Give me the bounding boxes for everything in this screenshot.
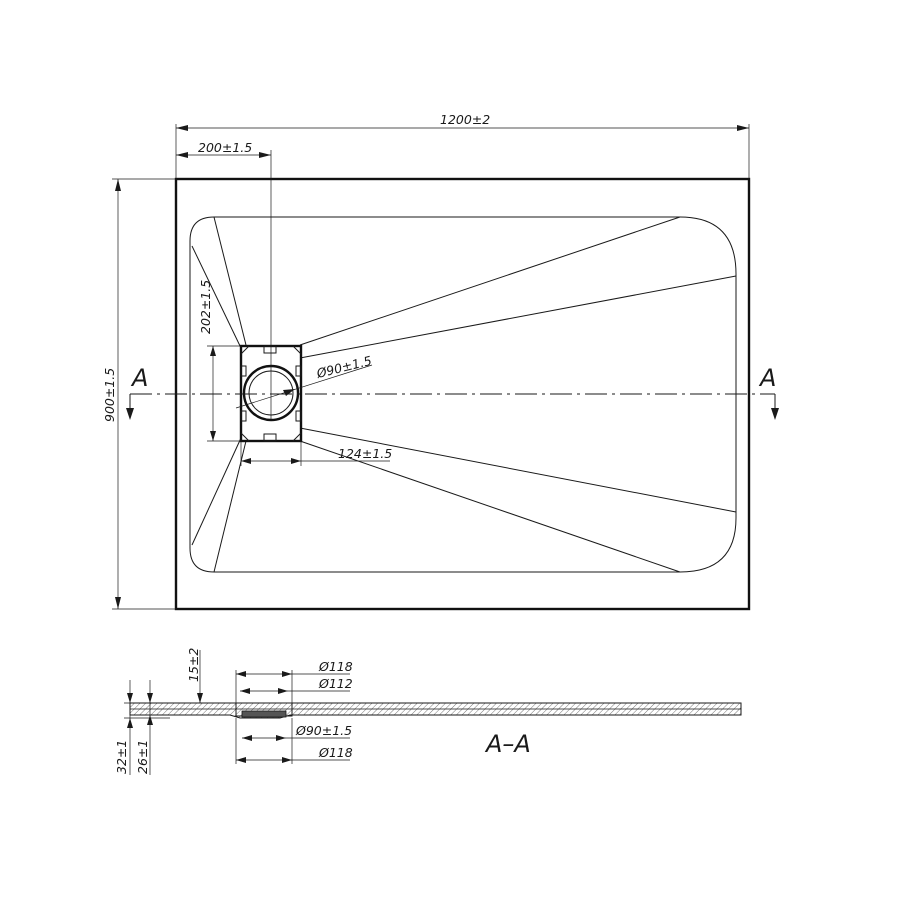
dimension-outlet-diameter-label: Ø90±1.5 bbox=[314, 353, 373, 381]
slope-line bbox=[191, 245, 242, 349]
dimension-drain-width: 124±1.5 bbox=[240, 441, 392, 466]
dimension-width: 1200±2 bbox=[175, 112, 750, 179]
slope-line bbox=[213, 216, 247, 346]
slope-line bbox=[191, 437, 242, 546]
dimension-d112-label: Ø112 bbox=[318, 676, 353, 691]
slope-line bbox=[299, 427, 737, 513]
slope-line bbox=[299, 275, 737, 359]
dimension-drain-offset-label: 200±1.5 bbox=[198, 140, 252, 155]
dimension-d118-top-label: Ø118 bbox=[318, 659, 353, 674]
section-marker-right: A bbox=[758, 364, 776, 392]
dimension-height-total-label: 32±1 bbox=[114, 740, 129, 774]
plan-view: A A 1200±2 200±1.5 900±1.5 bbox=[102, 112, 779, 611]
dimension-section-bottom: Ø90±1.5 Ø118 bbox=[235, 718, 353, 764]
dimension-section-top: Ø118 Ø112 bbox=[235, 659, 353, 703]
dimension-height-body-label: 26±1 bbox=[135, 740, 150, 774]
dimension-drain-height-label: 202±1.5 bbox=[198, 280, 213, 334]
dimension-d118-bottom-label: Ø118 bbox=[318, 745, 353, 760]
tray-section bbox=[129, 702, 742, 719]
dimension-heights: 32±1 26±1 bbox=[114, 680, 170, 775]
basin-outline bbox=[189, 216, 737, 573]
slope-line bbox=[299, 216, 681, 346]
dimension-drain-depth-label: 15±2 bbox=[186, 648, 201, 682]
slope-line bbox=[299, 440, 681, 573]
dimension-outlet-diameter: Ø90±1.5 bbox=[235, 353, 373, 409]
dimension-length: 900±1.5 bbox=[102, 178, 176, 610]
dimension-drain-width-label: 124±1.5 bbox=[338, 446, 392, 461]
dimension-width-label: 1200±2 bbox=[440, 112, 490, 127]
section-view: 32±1 26±1 15±2 Ø118 Ø112 bbox=[114, 648, 742, 775]
dimension-d90-label: Ø90±1.5 bbox=[295, 723, 352, 738]
dimension-drain-depth: 15±2 bbox=[186, 648, 236, 704]
dimension-length-label: 900±1.5 bbox=[102, 368, 117, 422]
dimension-drain-offset: 200±1.5 bbox=[176, 140, 272, 420]
dimension-drain-height: 202±1.5 bbox=[198, 280, 241, 442]
section-marker-left: A bbox=[130, 364, 148, 392]
section-title: A–A bbox=[484, 730, 531, 758]
